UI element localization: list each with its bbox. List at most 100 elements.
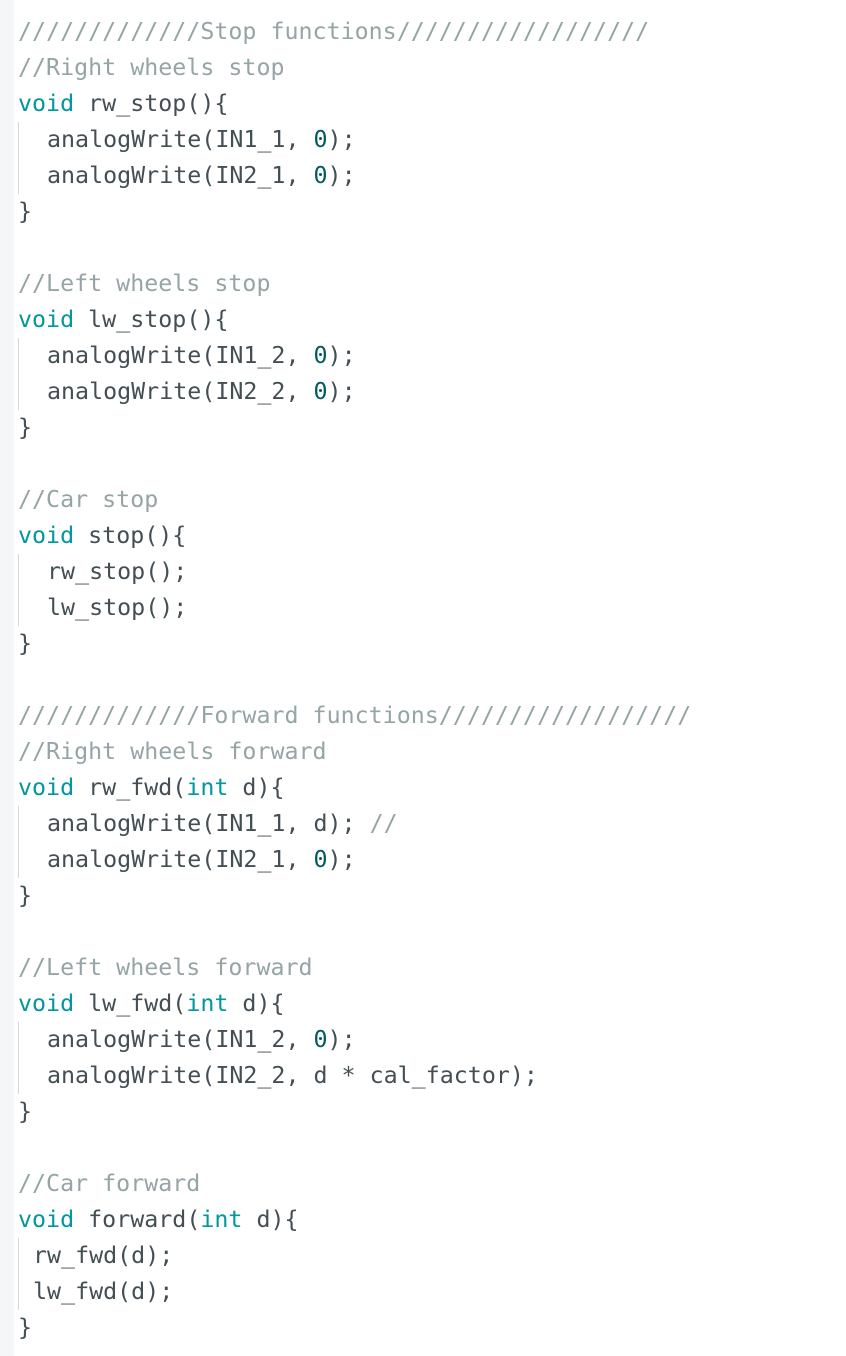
code-token-plain: ( (186, 1206, 201, 1233)
code-line-text: void rw_fwd(int d){ (18, 774, 285, 801)
code-line-text: rw_stop(); (18, 558, 187, 585)
indent-guide (18, 554, 19, 590)
code-line[interactable] (18, 914, 691, 950)
code-token-function: analogWrite (47, 378, 202, 405)
code-token-keyword: int (186, 990, 229, 1017)
code-token-plain: (IN1_2, (201, 1026, 314, 1053)
code-token-comment: /////////////Forward functions//////////… (18, 702, 692, 729)
code-line[interactable]: } (18, 626, 691, 662)
code-line[interactable]: /////////////Forward functions//////////… (18, 698, 691, 734)
code-line[interactable]: void forward(int d){ (18, 1202, 691, 1238)
code-area[interactable]: /////////////Stop functions/////////////… (18, 14, 691, 1346)
code-token-plain (74, 990, 88, 1017)
code-token-number: 0 (313, 846, 328, 873)
code-line[interactable]: lw_stop(); (18, 590, 691, 626)
code-token-function: lw_fwd (88, 990, 173, 1017)
indent-guide (18, 1022, 19, 1058)
code-line-text: analogWrite(IN1_1, d); // (18, 810, 398, 837)
code-token-comment: //Right wheels stop (18, 54, 285, 81)
code-token-plain: (); (145, 594, 188, 621)
code-line-text: void forward(int d){ (18, 1206, 299, 1233)
code-token-plain (74, 306, 88, 333)
code-line[interactable]: } (18, 1310, 691, 1346)
code-line[interactable]: rw_stop(); (18, 554, 691, 590)
code-token-function: analogWrite (47, 846, 202, 873)
code-line[interactable]: rw_fwd(d); (18, 1238, 691, 1274)
code-line-text: /////////////Forward functions//////////… (18, 702, 691, 729)
code-line-text: } (18, 882, 32, 909)
code-line[interactable]: } (18, 878, 691, 914)
code-line[interactable]: analogWrite(IN2_1, 0); (18, 158, 691, 194)
code-line[interactable] (18, 230, 691, 266)
code-line[interactable]: analogWrite(IN1_1, d); // (18, 806, 691, 842)
code-line[interactable]: analogWrite(IN2_1, 0); (18, 842, 691, 878)
code-token-keyword: int (200, 1206, 243, 1233)
code-line[interactable] (18, 446, 691, 482)
indent-guide (18, 158, 19, 194)
code-line[interactable]: analogWrite(IN1_1, 0); (18, 122, 691, 158)
code-line[interactable]: //Car stop (18, 482, 691, 518)
code-line-text: } (18, 198, 32, 225)
code-line[interactable]: void rw_stop(){ (18, 86, 691, 122)
code-line[interactable]: analogWrite(IN1_2, 0); (18, 338, 691, 374)
code-token-function: analogWrite (47, 810, 202, 837)
code-line-text: void lw_stop(){ (18, 306, 228, 333)
code-line-text: analogWrite(IN2_1, 0); (18, 162, 356, 189)
code-token-function: forward (88, 1206, 187, 1233)
code-token-function: rw_fwd (33, 1242, 118, 1269)
code-line[interactable]: analogWrite(IN2_2, 0); (18, 374, 691, 410)
code-token-comment: // (369, 810, 398, 837)
code-token-plain: ( (172, 774, 187, 801)
code-token-keyword: void (18, 90, 75, 117)
code-line[interactable]: } (18, 1094, 691, 1130)
code-line[interactable]: } (18, 194, 691, 230)
indent-guide (18, 1274, 19, 1310)
indent-guide (18, 806, 19, 842)
code-line[interactable]: void stop(){ (18, 518, 691, 554)
code-line-text: } (18, 414, 32, 441)
code-line[interactable]: analogWrite(IN1_2, 0); (18, 1022, 691, 1058)
code-token-plain: d){ (242, 1206, 299, 1233)
code-line[interactable]: //Car forward (18, 1166, 691, 1202)
code-token-comment: //Car forward (18, 1170, 201, 1197)
code-line-text: } (18, 1098, 32, 1125)
code-line-text: analogWrite(IN2_2, d * cal_factor); (18, 1062, 538, 1089)
code-line[interactable]: } (18, 410, 691, 446)
code-line[interactable]: void lw_fwd(int d){ (18, 986, 691, 1022)
code-token-plain: } (18, 882, 33, 909)
code-token-function: analogWrite (47, 1026, 202, 1053)
code-line-text: lw_stop(); (18, 594, 187, 621)
code-token-plain: ( (172, 990, 187, 1017)
code-line-text: //Right wheels stop (18, 54, 285, 81)
code-line[interactable]: //Right wheels stop (18, 50, 691, 86)
code-line[interactable]: void rw_fwd(int d){ (18, 770, 691, 806)
code-token-comment: /////////////Stop functions/////////////… (18, 18, 650, 45)
code-line-text: //Car forward (18, 1170, 200, 1197)
code-line-text: /////////////Stop functions/////////////… (18, 18, 649, 45)
code-line[interactable]: //Left wheels stop (18, 266, 691, 302)
code-token-plain: (IN1_2, (201, 342, 314, 369)
indent-guide (18, 1238, 19, 1274)
code-line[interactable]: lw_fwd(d); (18, 1274, 691, 1310)
code-token-number: 0 (313, 342, 328, 369)
code-line[interactable]: //Right wheels forward (18, 734, 691, 770)
code-token-plain (74, 774, 88, 801)
code-line[interactable]: analogWrite(IN2_2, d * cal_factor); (18, 1058, 691, 1094)
code-line-text: void lw_fwd(int d){ (18, 990, 285, 1017)
code-token-function: lw_fwd (33, 1278, 118, 1305)
code-token-plain: } (18, 198, 33, 225)
code-token-function: rw_stop (47, 558, 146, 585)
code-token-plain: } (18, 1314, 33, 1341)
code-token-plain: (){ (186, 306, 229, 333)
code-line-text: //Car stop (18, 486, 158, 513)
code-line[interactable] (18, 662, 691, 698)
code-line[interactable]: void lw_stop(){ (18, 302, 691, 338)
code-token-plain: } (18, 414, 33, 441)
code-token-plain (74, 90, 88, 117)
code-line-text: //Left wheels stop (18, 270, 270, 297)
code-line[interactable]: /////////////Stop functions/////////////… (18, 14, 691, 50)
code-line-text: void stop(){ (18, 522, 186, 549)
code-line[interactable]: //Left wheels forward (18, 950, 691, 986)
code-line[interactable] (18, 1130, 691, 1166)
